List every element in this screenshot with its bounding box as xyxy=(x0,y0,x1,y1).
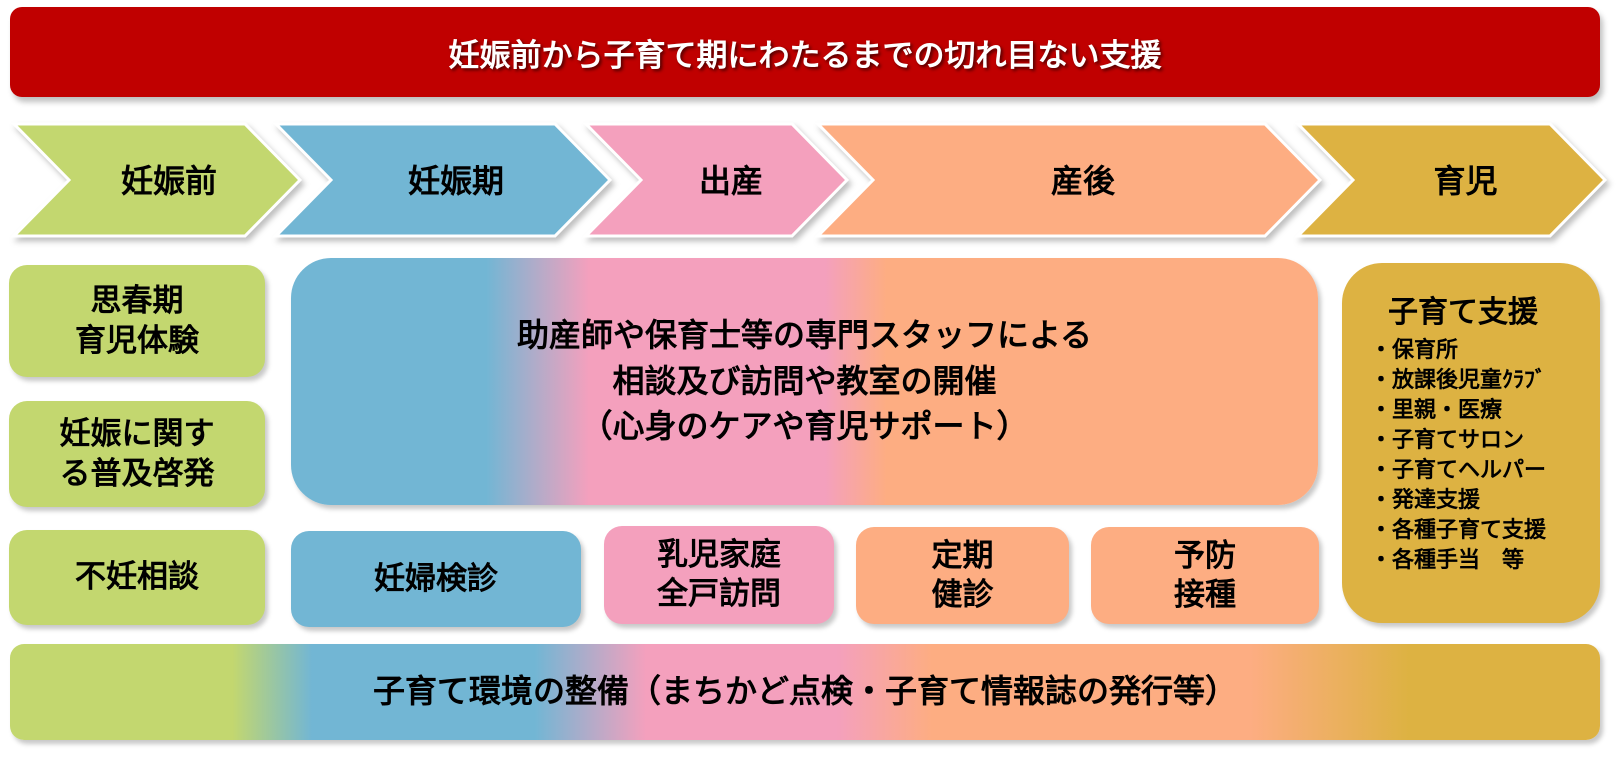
pregnancy-awareness-box: 妊娠に関す る普及啓発 xyxy=(9,401,265,507)
support-item: ・子育てサロン xyxy=(1370,428,1525,453)
stage-childcare: 育児 xyxy=(1433,162,1498,200)
childcare-support-box: 子育て支援 ・保育所 ・放課後児童ｸﾗﾌﾞ ・里親・医療 ・子育てサロン ・子育… xyxy=(1342,263,1600,623)
stage-postpartum: 産後 xyxy=(1050,162,1115,200)
box-line: 不妊相談 xyxy=(75,559,199,596)
box-line: 思春期 xyxy=(90,282,184,319)
box-line: 予防 xyxy=(1174,537,1236,574)
regular-checkup-box: 定期 健診 xyxy=(856,527,1069,624)
page-title: 妊娠前から子育て期にわたるまでの切れ目ない支援 xyxy=(10,7,1600,97)
box-line: 健診 xyxy=(931,576,994,613)
stage-birth: 出産 xyxy=(698,162,763,200)
support-item: ・放課後児童ｸﾗﾌﾞ xyxy=(1370,368,1547,393)
box-line: 接種 xyxy=(1174,576,1236,613)
infant-home-visit-box: 乳児家庭 全戸訪問 xyxy=(604,526,834,624)
stage-timeline: 妊娠前 妊娠期 出産 産後 育児 xyxy=(0,120,1622,240)
support-item: ・各種手当 等 xyxy=(1370,548,1525,573)
support-item: ・里親・医療 xyxy=(1370,398,1503,423)
prenatal-checkup-box: 妊婦検診 xyxy=(291,531,581,627)
box-line: 子育て環境の整備（まちかど点検・子育て情報誌の発行等） xyxy=(372,672,1237,711)
stage-pre-pregnancy: 妊娠前 xyxy=(120,162,217,200)
puberty-childcare-experience-box: 思春期 育児体験 xyxy=(9,265,265,377)
box-line: 定期 xyxy=(931,537,994,574)
chevron-arrows xyxy=(10,122,1608,238)
professional-support-box: 助産師や保育士等の専門スタッフによる 相談及び訪問や教室の開催 （心身のケアや育… xyxy=(291,258,1318,505)
vaccination-box: 予防 接種 xyxy=(1091,527,1319,624)
stage-pregnancy: 妊娠期 xyxy=(407,162,504,200)
environment-improvement-bar: 子育て環境の整備（まちかど点検・子育て情報誌の発行等） xyxy=(10,644,1600,740)
box-line: 乳児家庭 xyxy=(657,537,781,574)
support-item: ・保育所 xyxy=(1370,338,1459,363)
box-line: 相談及び訪問や教室の開催 xyxy=(612,361,997,400)
box-line: 全戸訪問 xyxy=(657,576,781,612)
box-line: 育児体験 xyxy=(75,323,199,359)
support-item: ・各種子育て支援 xyxy=(1370,518,1547,543)
box-line: 妊娠に関す xyxy=(59,415,215,452)
box-line: 助産師や保育士等の専門スタッフによる xyxy=(516,316,1093,355)
support-title: 子育て支援 xyxy=(1388,295,1538,330)
support-item: ・発達支援 xyxy=(1370,488,1481,513)
support-item: ・子育てヘルパー xyxy=(1370,458,1547,483)
infertility-consultation-box: 不妊相談 xyxy=(9,530,265,625)
box-line: （心身のケアや育児サポート） xyxy=(580,407,1029,446)
box-line: る普及啓発 xyxy=(59,456,215,492)
box-line: 妊婦検診 xyxy=(374,560,498,597)
